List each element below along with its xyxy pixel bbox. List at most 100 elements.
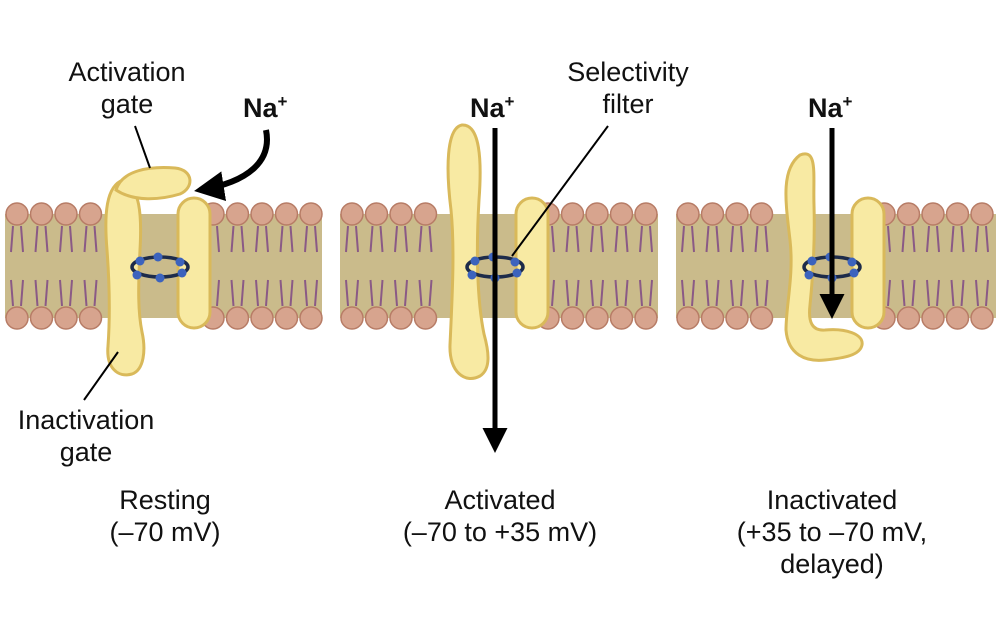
lipid-head-inner xyxy=(896,306,921,330)
selectivity-filter-label: Selectivity filter xyxy=(548,56,708,120)
state-voltage: (–70 to +35 mV) xyxy=(402,517,598,547)
lipid-tails xyxy=(681,225,695,307)
lipid-head-inner xyxy=(585,306,609,330)
activation-gate-flap xyxy=(114,166,192,201)
lipid-tails xyxy=(901,225,916,307)
inactivated-left-subunit xyxy=(784,152,864,362)
lipid-head-inner xyxy=(299,306,323,330)
lipid-head-outer xyxy=(225,202,250,226)
lipid-head-inner xyxy=(700,306,725,330)
ion-charge: + xyxy=(277,92,288,111)
channel-activated xyxy=(446,123,609,453)
state-caption-inactivated: Inactivated (+35 to –70 mV, delayed) xyxy=(712,484,952,580)
lipid-head-inner xyxy=(364,306,389,330)
lipid-head-outer xyxy=(78,202,103,226)
selectivity-filter-leader xyxy=(511,125,609,257)
lipid-tails xyxy=(614,225,629,307)
lipid-head-inner xyxy=(340,306,364,330)
na-ion-label-activated: Na+ xyxy=(470,92,514,124)
lipid-head-inner xyxy=(634,306,658,330)
lipid-head-outer xyxy=(725,202,749,226)
lipid-head-inner xyxy=(54,306,78,330)
ion-charge: + xyxy=(504,92,515,111)
activation-gate-label-line2: gate xyxy=(100,89,154,119)
ion-symbol: Na xyxy=(808,93,843,123)
lipid-head-inner xyxy=(560,306,585,330)
state-voltage: (–70 mV) xyxy=(109,517,221,547)
lipid-head-outer xyxy=(609,202,634,226)
state-name: Inactivated xyxy=(766,485,898,515)
membrane-core xyxy=(5,214,322,318)
ion-symbol: Na xyxy=(470,93,505,123)
lipid-tails xyxy=(730,225,744,307)
state-name: Activated xyxy=(444,485,556,515)
selectivity-filter-resting xyxy=(130,252,190,283)
lipid-head-outer xyxy=(970,202,994,226)
ion-charge: + xyxy=(842,92,853,111)
lipid-tails xyxy=(705,225,720,307)
lipid-head-outer xyxy=(560,202,585,226)
inactivation-gate-label-line1: Inactivation xyxy=(17,405,155,435)
lipid-head-inner xyxy=(921,306,945,330)
lipid-head-inner xyxy=(225,306,250,330)
lipid-head-inner xyxy=(676,306,700,330)
na-entry-arrow xyxy=(194,129,270,202)
lipid-head-outer xyxy=(54,202,78,226)
membrane-segment-inactivated xyxy=(676,202,996,330)
state-name: Resting xyxy=(119,485,211,515)
lipid-tails xyxy=(590,225,604,307)
lipid-tails xyxy=(34,225,49,307)
lipid-head-outer xyxy=(749,202,774,226)
channel-resting xyxy=(83,125,270,401)
membrane-segment-resting xyxy=(5,202,323,330)
lipid-head-outer xyxy=(676,202,700,226)
activation-gate-leader xyxy=(134,125,151,169)
lipid-tails xyxy=(83,225,98,307)
membrane-segment-activated xyxy=(340,202,658,330)
lipid-head-outer xyxy=(634,202,658,226)
lipid-head-outer xyxy=(389,202,413,226)
membrane-core xyxy=(676,214,996,318)
lipid-tails xyxy=(255,225,269,307)
lipid-head-inner xyxy=(945,306,970,330)
ion-symbol: Na xyxy=(243,93,278,123)
inactivation-gate-leader xyxy=(83,351,119,401)
lipid-tails xyxy=(394,225,408,307)
activated-left-subunit xyxy=(446,123,490,380)
lipid-head-outer xyxy=(364,202,389,226)
channel-inactivated xyxy=(784,128,886,362)
lipid-head-outer xyxy=(945,202,970,226)
lipid-head-outer xyxy=(585,202,609,226)
state-voltage: (+35 to –70 mV, xyxy=(736,517,928,547)
lipid-head-inner xyxy=(389,306,413,330)
membrane-core xyxy=(340,214,658,318)
lipid-tails xyxy=(345,225,359,307)
lipid-head-inner xyxy=(749,306,774,330)
lipid-tails xyxy=(230,225,245,307)
activation-gate-label-line1: Activation xyxy=(68,57,186,87)
na-ion-label-inactivated: Na+ xyxy=(808,92,852,124)
lipid-tails xyxy=(279,225,294,307)
lipid-head-outer xyxy=(921,202,945,226)
lipid-tails xyxy=(639,225,653,307)
lipid-head-outer xyxy=(250,202,274,226)
lipid-head-inner xyxy=(5,306,29,330)
lipid-tails xyxy=(369,225,384,307)
lipid-head-outer xyxy=(274,202,299,226)
lipid-head-outer xyxy=(413,202,438,226)
lipid-head-outer xyxy=(5,202,29,226)
lipid-head-inner xyxy=(274,306,299,330)
state-caption-activated: Activated (–70 to +35 mV) xyxy=(380,484,620,548)
lipid-head-inner xyxy=(29,306,54,330)
lipid-tails xyxy=(950,225,965,307)
state-caption-resting: Resting (–70 mV) xyxy=(75,484,255,548)
lipid-tails xyxy=(754,225,769,307)
lipid-head-inner xyxy=(609,306,634,330)
lipid-tails xyxy=(565,225,580,307)
selectivity-filter-label-line1: Selectivity xyxy=(567,57,689,87)
lipid-head-outer xyxy=(896,202,921,226)
lipid-head-outer xyxy=(340,202,364,226)
lipid-head-inner xyxy=(970,306,994,330)
lipid-head-inner xyxy=(413,306,438,330)
